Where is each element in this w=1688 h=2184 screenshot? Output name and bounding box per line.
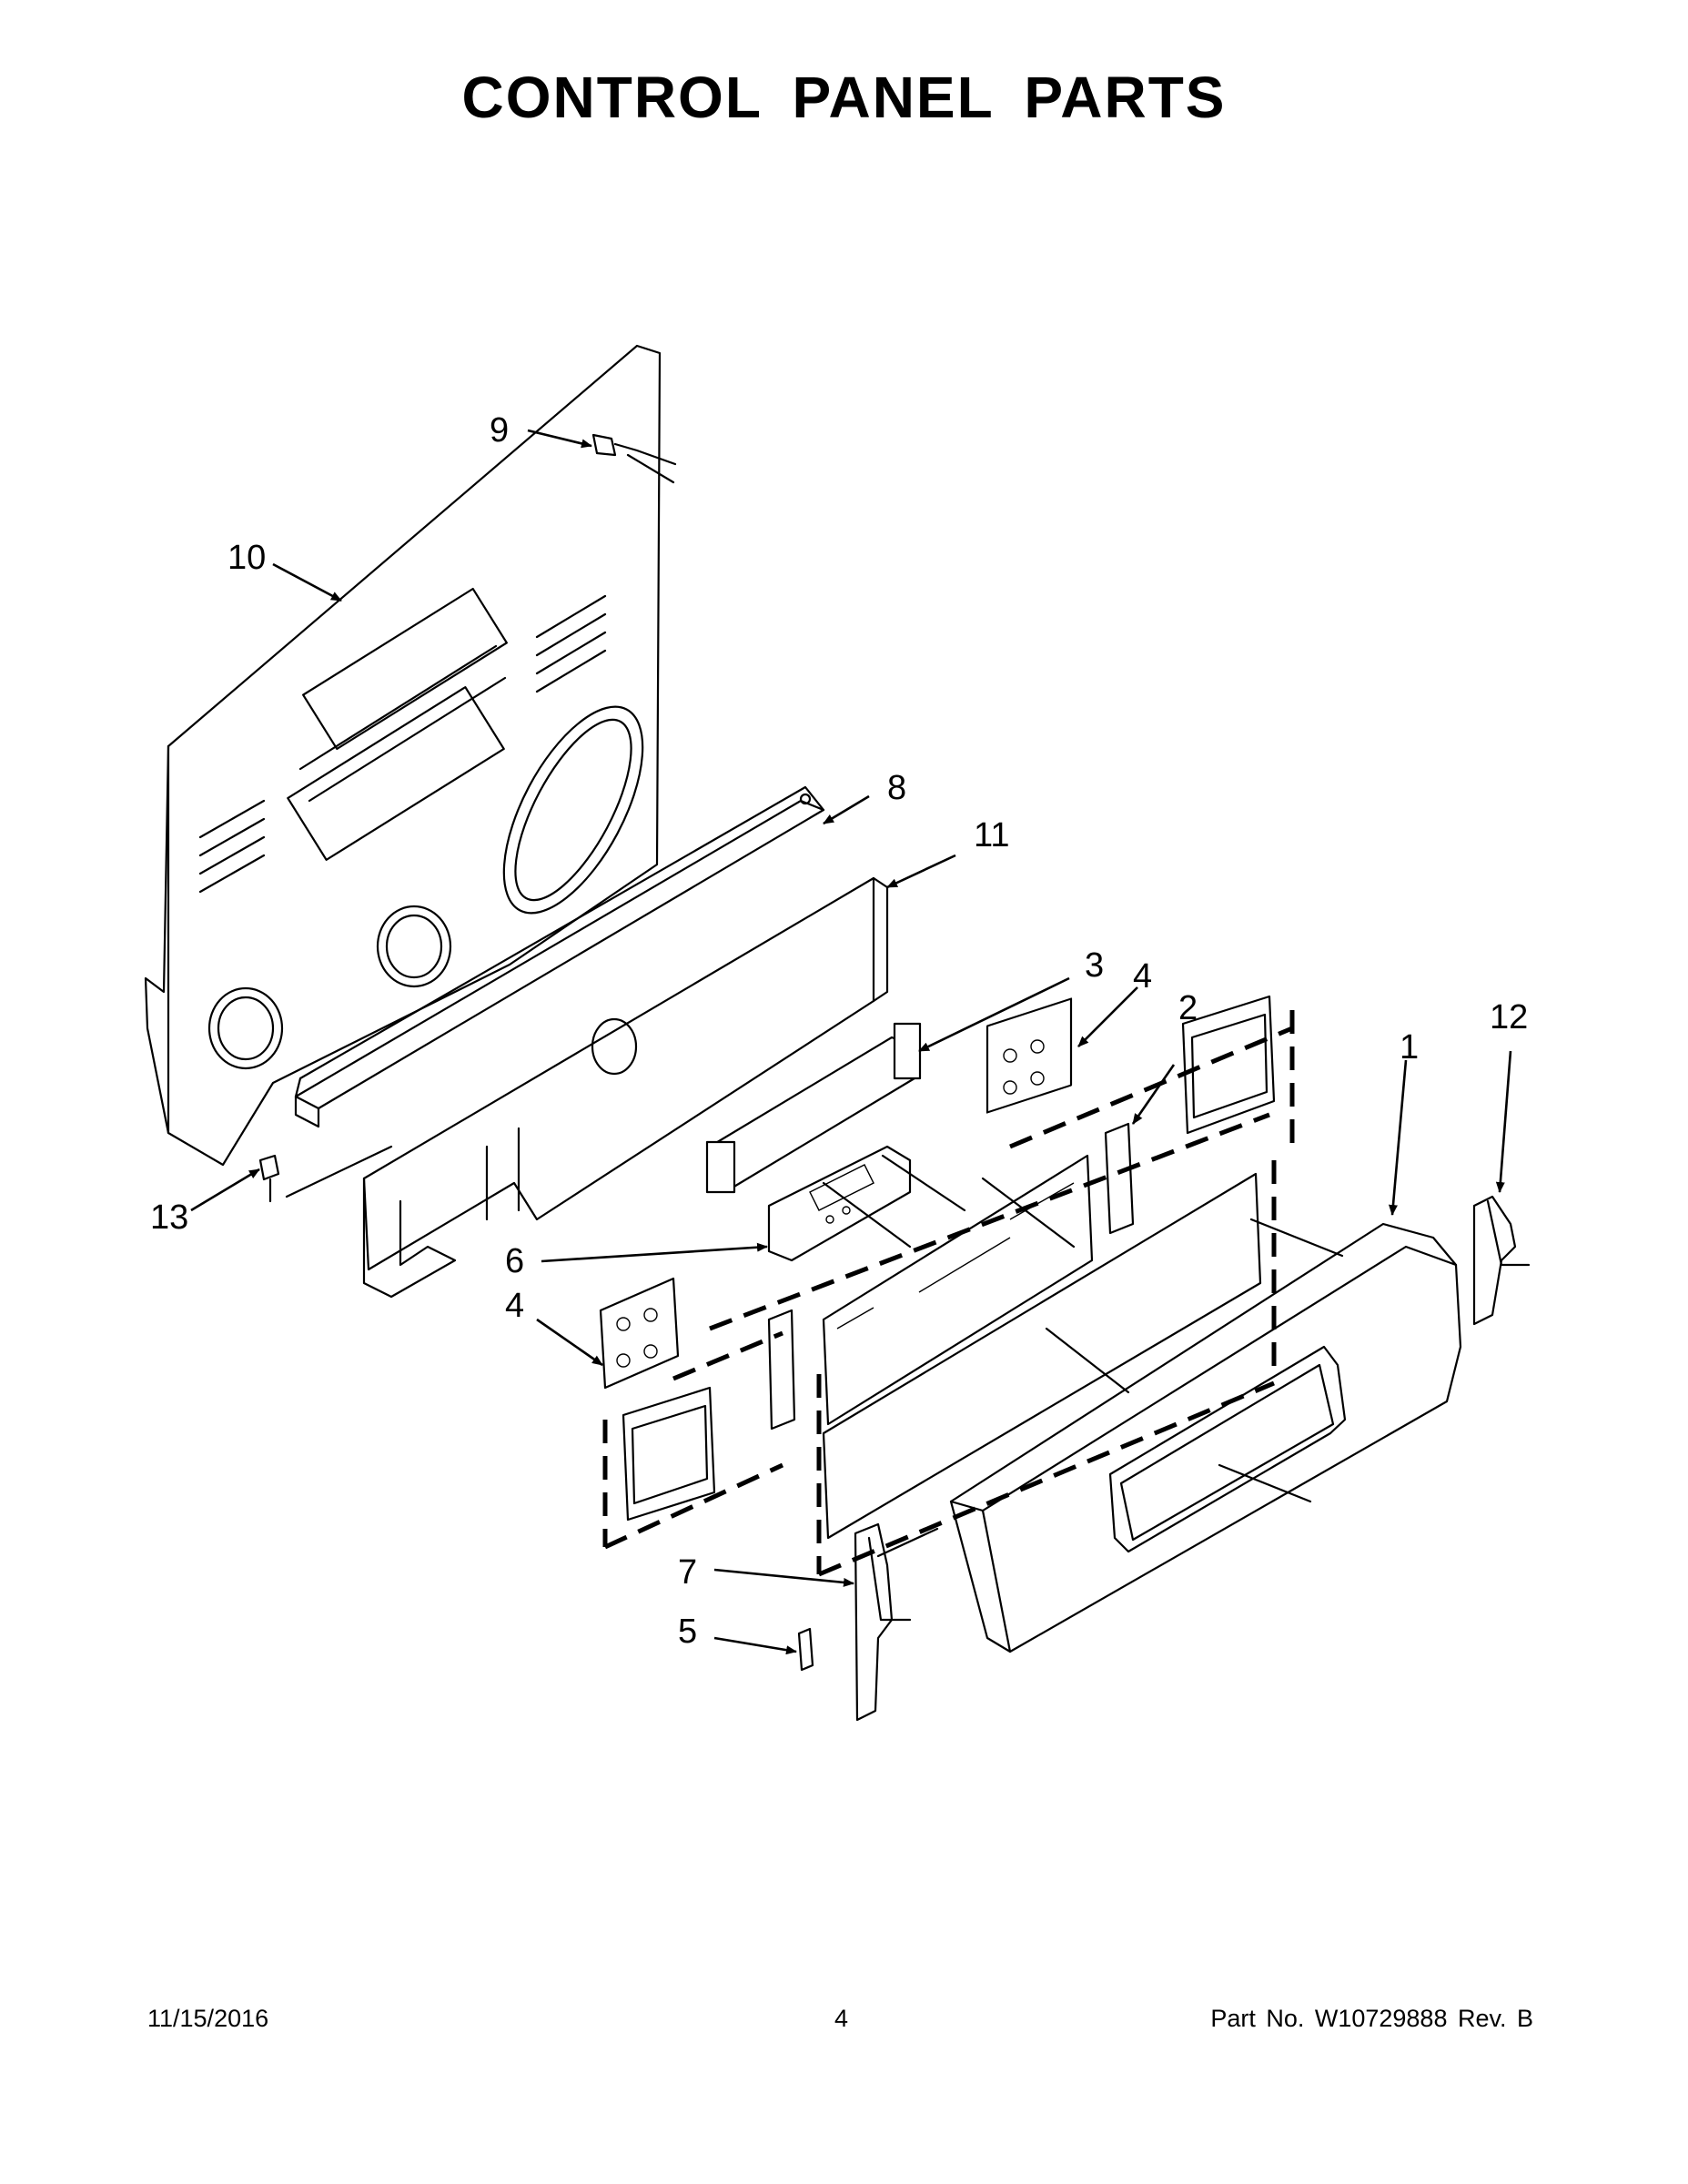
bracket-upper-part-2 — [1104, 995, 1276, 1235]
callout-4-upper: 4 — [1133, 957, 1152, 996]
rear-panel-part-10 — [144, 344, 662, 1167]
callout-13: 13 — [150, 1198, 188, 1237]
callout-5: 5 — [678, 1613, 697, 1651]
assembly-lines — [285, 453, 1344, 1558]
callout-1: 1 — [1400, 1028, 1419, 1067]
callout-12: 12 — [1490, 998, 1528, 1036]
callout-10: 10 — [227, 539, 266, 577]
bracket-lower-part-2 — [622, 1309, 796, 1522]
callout-2: 2 — [1178, 989, 1198, 1027]
callout-leaders — [190, 429, 1512, 1655]
callout-11: 11 — [974, 816, 1009, 854]
switch-board-upper-part-4 — [986, 997, 1073, 1114]
side-bracket-part-7 — [854, 1522, 912, 1722]
screw-part-9 — [591, 433, 677, 466]
footer-date: 11/15/2016 — [147, 2005, 269, 2032]
overlay-membrane — [822, 1154, 1262, 1540]
console-housing-part-1 — [949, 1222, 1462, 1653]
callout-3: 3 — [1085, 946, 1104, 985]
mounting-bracket-part-11 — [362, 876, 889, 1299]
channel-bar-part-8 — [294, 785, 825, 1128]
callout-8: 8 — [887, 769, 906, 807]
callout-6: 6 — [505, 1242, 524, 1280]
callout-9: 9 — [490, 411, 509, 450]
footer-page-number: 4 — [834, 2005, 849, 2032]
callout-4-lower: 4 — [505, 1287, 524, 1325]
clip-part-5 — [797, 1627, 814, 1672]
footer-part-number: Part No. W10729888 Rev. B — [1210, 2005, 1533, 2032]
dashed-group-outlines — [602, 1010, 1295, 1577]
page-title: CONTROL PANEL PARTS — [461, 65, 1227, 130]
switch-board-lower-part-4 — [599, 1277, 680, 1390]
control-board-part-6 — [767, 1145, 912, 1262]
side-bracket-part-12 — [1472, 1195, 1531, 1326]
screw-part-13 — [258, 1154, 280, 1203]
callout-7: 7 — [678, 1553, 697, 1592]
